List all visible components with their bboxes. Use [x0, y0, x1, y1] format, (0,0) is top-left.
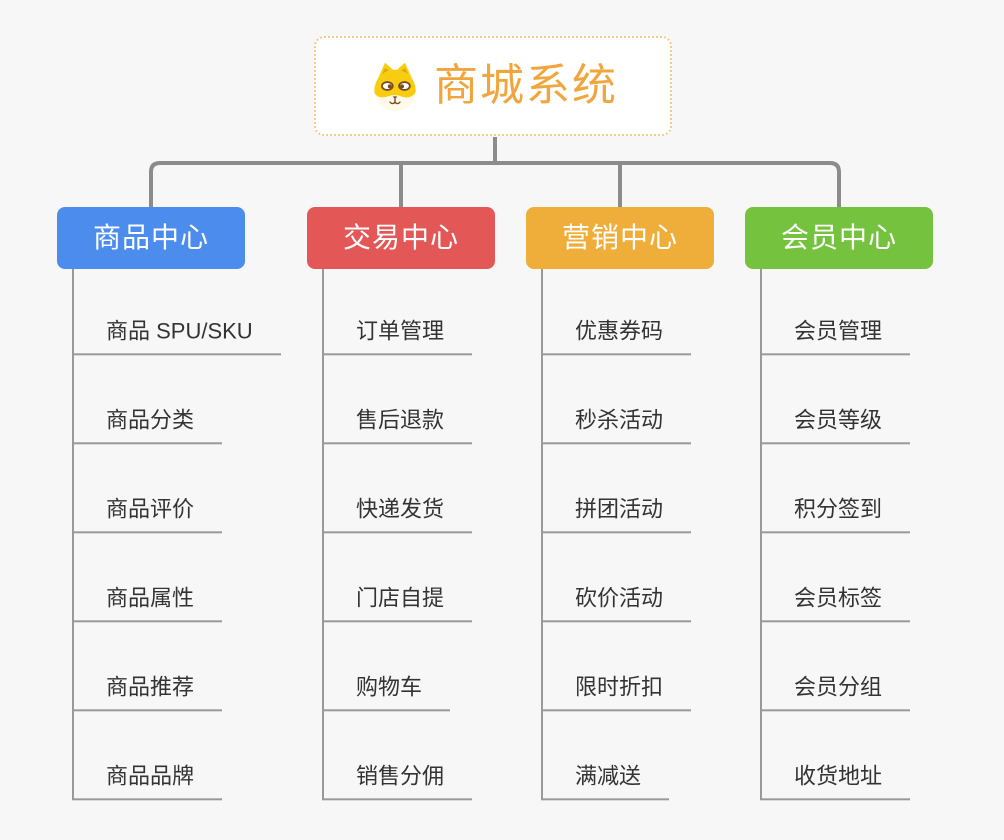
- leaf-column-member-center: 会员管理会员等级积分签到会员标签会员分组收货地址: [760, 269, 1000, 800]
- leaf-node[interactable]: 限时折扣: [541, 672, 692, 711]
- leaf-node[interactable]: 购物车: [322, 672, 451, 711]
- leaf-node[interactable]: 砍价活动: [541, 583, 692, 622]
- leaf-node[interactable]: 拼团活动: [541, 494, 692, 533]
- leaf-node[interactable]: 满减送: [541, 761, 670, 800]
- leaf-node[interactable]: 积分签到: [760, 494, 911, 533]
- branch-rail-line: [149, 161, 841, 208]
- leaf-node[interactable]: 商品品牌: [72, 761, 223, 800]
- leaf-node[interactable]: 会员分组: [760, 672, 911, 711]
- leaf-node[interactable]: 会员管理: [760, 316, 911, 355]
- leaf-node[interactable]: 售后退款: [322, 405, 473, 444]
- leaf-node[interactable]: 门店自提: [322, 583, 473, 622]
- leaf-node[interactable]: 商品分类: [72, 405, 223, 444]
- leaf-column-marketing-center: 优惠券码秒杀活动拼团活动砍价活动限时折扣满减送: [541, 269, 781, 800]
- leaf-node[interactable]: 会员等级: [760, 405, 911, 444]
- leaf-node[interactable]: 优惠券码: [541, 316, 692, 355]
- leaf-node[interactable]: 快递发货: [322, 494, 473, 533]
- leaf-node[interactable]: 会员标签: [760, 583, 911, 622]
- branch-node-member-center[interactable]: 会员中心: [745, 207, 933, 269]
- branch-node-product-center[interactable]: 商品中心: [57, 207, 245, 269]
- leaf-column-product-center: 商品 SPU/SKU 商品分类商品评价商品属性商品推荐商品品牌: [72, 269, 312, 800]
- branch-node-trade-center[interactable]: 交易中心: [307, 207, 495, 269]
- leaf-node[interactable]: 商品评价: [72, 494, 223, 533]
- leaf-node[interactable]: 商品推荐: [72, 672, 223, 711]
- leaf-node[interactable]: 商品 SPU/SKU: [72, 316, 281, 355]
- branch-node-marketing-center[interactable]: 营销中心: [526, 207, 714, 269]
- leaf-node[interactable]: 订单管理: [322, 316, 473, 355]
- leaf-node[interactable]: 秒杀活动: [541, 405, 692, 444]
- root-node[interactable]: 商城系统: [314, 36, 672, 136]
- root-title: 商城系统: [434, 61, 618, 110]
- leaf-node[interactable]: 销售分佣: [322, 761, 473, 800]
- leaf-node[interactable]: 收货地址: [760, 761, 911, 800]
- leaf-column-trade-center: 订单管理售后退款快递发货门店自提购物车销售分佣: [322, 269, 562, 800]
- dog-face-icon: [368, 58, 422, 114]
- leaf-node[interactable]: 商品属性: [72, 583, 223, 622]
